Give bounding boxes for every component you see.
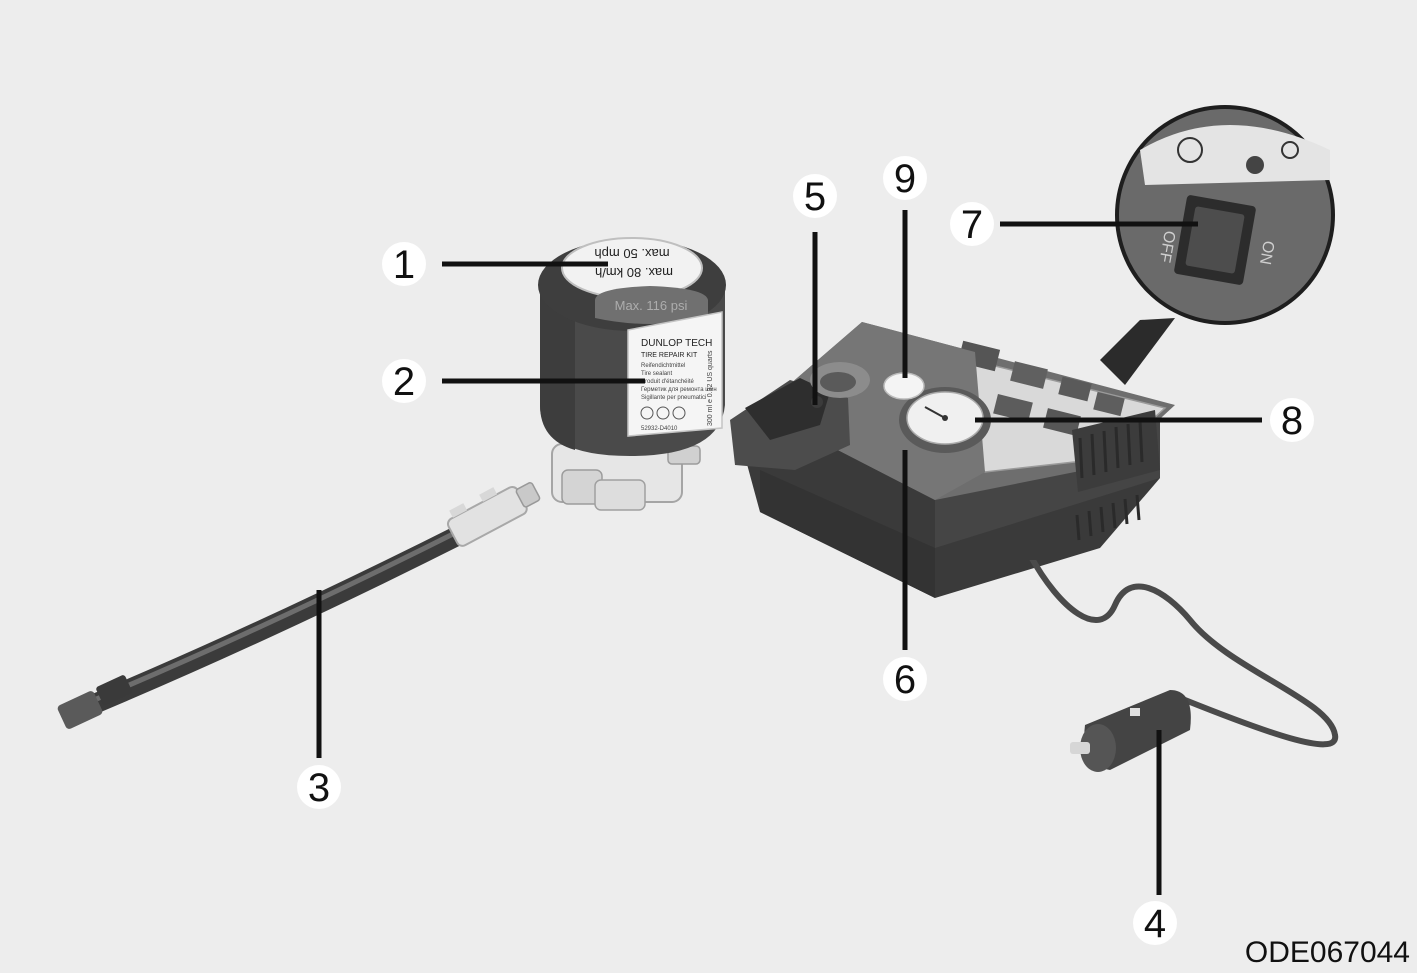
image-code: ODE067044 xyxy=(1245,936,1410,969)
bottle-product: TIRE REPAIR KIT xyxy=(641,352,698,359)
callout-number: 5 xyxy=(804,175,826,219)
power-cord xyxy=(1022,540,1339,748)
bottle-pressure-label: Max. 116 psi xyxy=(615,298,688,313)
on-off-switch: OFF ON xyxy=(1155,195,1277,285)
power-plug xyxy=(1070,690,1191,772)
sealant-bottle-cap: max. 50 mph max. 80 km/h xyxy=(594,246,673,280)
switch-on-label: ON xyxy=(1256,239,1277,266)
callout-number: 9 xyxy=(894,157,916,201)
callout-number: 8 xyxy=(1281,399,1303,443)
callout-number: 2 xyxy=(393,360,415,404)
callout-4: 4 xyxy=(1133,901,1177,946)
callout-7: 7 xyxy=(950,202,994,247)
callout-5: 5 xyxy=(793,174,837,219)
cap-speed-mph: max. 50 mph xyxy=(594,246,669,261)
switch-off-label: OFF xyxy=(1155,229,1177,264)
bottle-text-line: Reifendichtmittel xyxy=(641,363,685,369)
callout-3: 3 xyxy=(297,765,341,810)
bottle-holder xyxy=(730,362,870,470)
switch-inset: OFF ON xyxy=(1100,105,1335,385)
pressure-gauge xyxy=(899,387,991,453)
bottle-text-line: Tire sealant xyxy=(641,371,672,377)
bottle-part-number: 52932-D4010 xyxy=(641,426,678,432)
callout-1: 1 xyxy=(382,242,426,287)
leader-lines xyxy=(316,210,1262,895)
callout-number: 1 xyxy=(393,243,415,287)
callout-6: 6 xyxy=(883,657,927,702)
bottle-volume: 300 ml e 0.32 US quarts xyxy=(707,350,714,426)
callout-number: 4 xyxy=(1144,902,1166,946)
bottle-brand: DUNLOP TECH xyxy=(641,338,712,349)
bottle-text-line: Sigillante per pneumatici xyxy=(641,395,706,401)
callout-number: 6 xyxy=(894,658,916,702)
callout-9: 9 xyxy=(883,156,927,201)
callout-2: 2 xyxy=(382,359,426,404)
bottle-text-line: Герметик для ремонта шин xyxy=(641,387,717,393)
bottle-text-line: Produit d'étanchéité xyxy=(641,379,695,385)
cap-speed-kmh: max. 80 km/h xyxy=(595,265,673,280)
compressor xyxy=(730,322,1175,598)
filling-hose xyxy=(57,482,541,729)
callout-number: 3 xyxy=(308,766,330,810)
callout-8: 8 xyxy=(1270,398,1314,443)
callout-number: 7 xyxy=(961,203,983,247)
sealant-bottle: max. 50 mph max. 80 km/h Max. 116 psi DU… xyxy=(538,237,726,511)
